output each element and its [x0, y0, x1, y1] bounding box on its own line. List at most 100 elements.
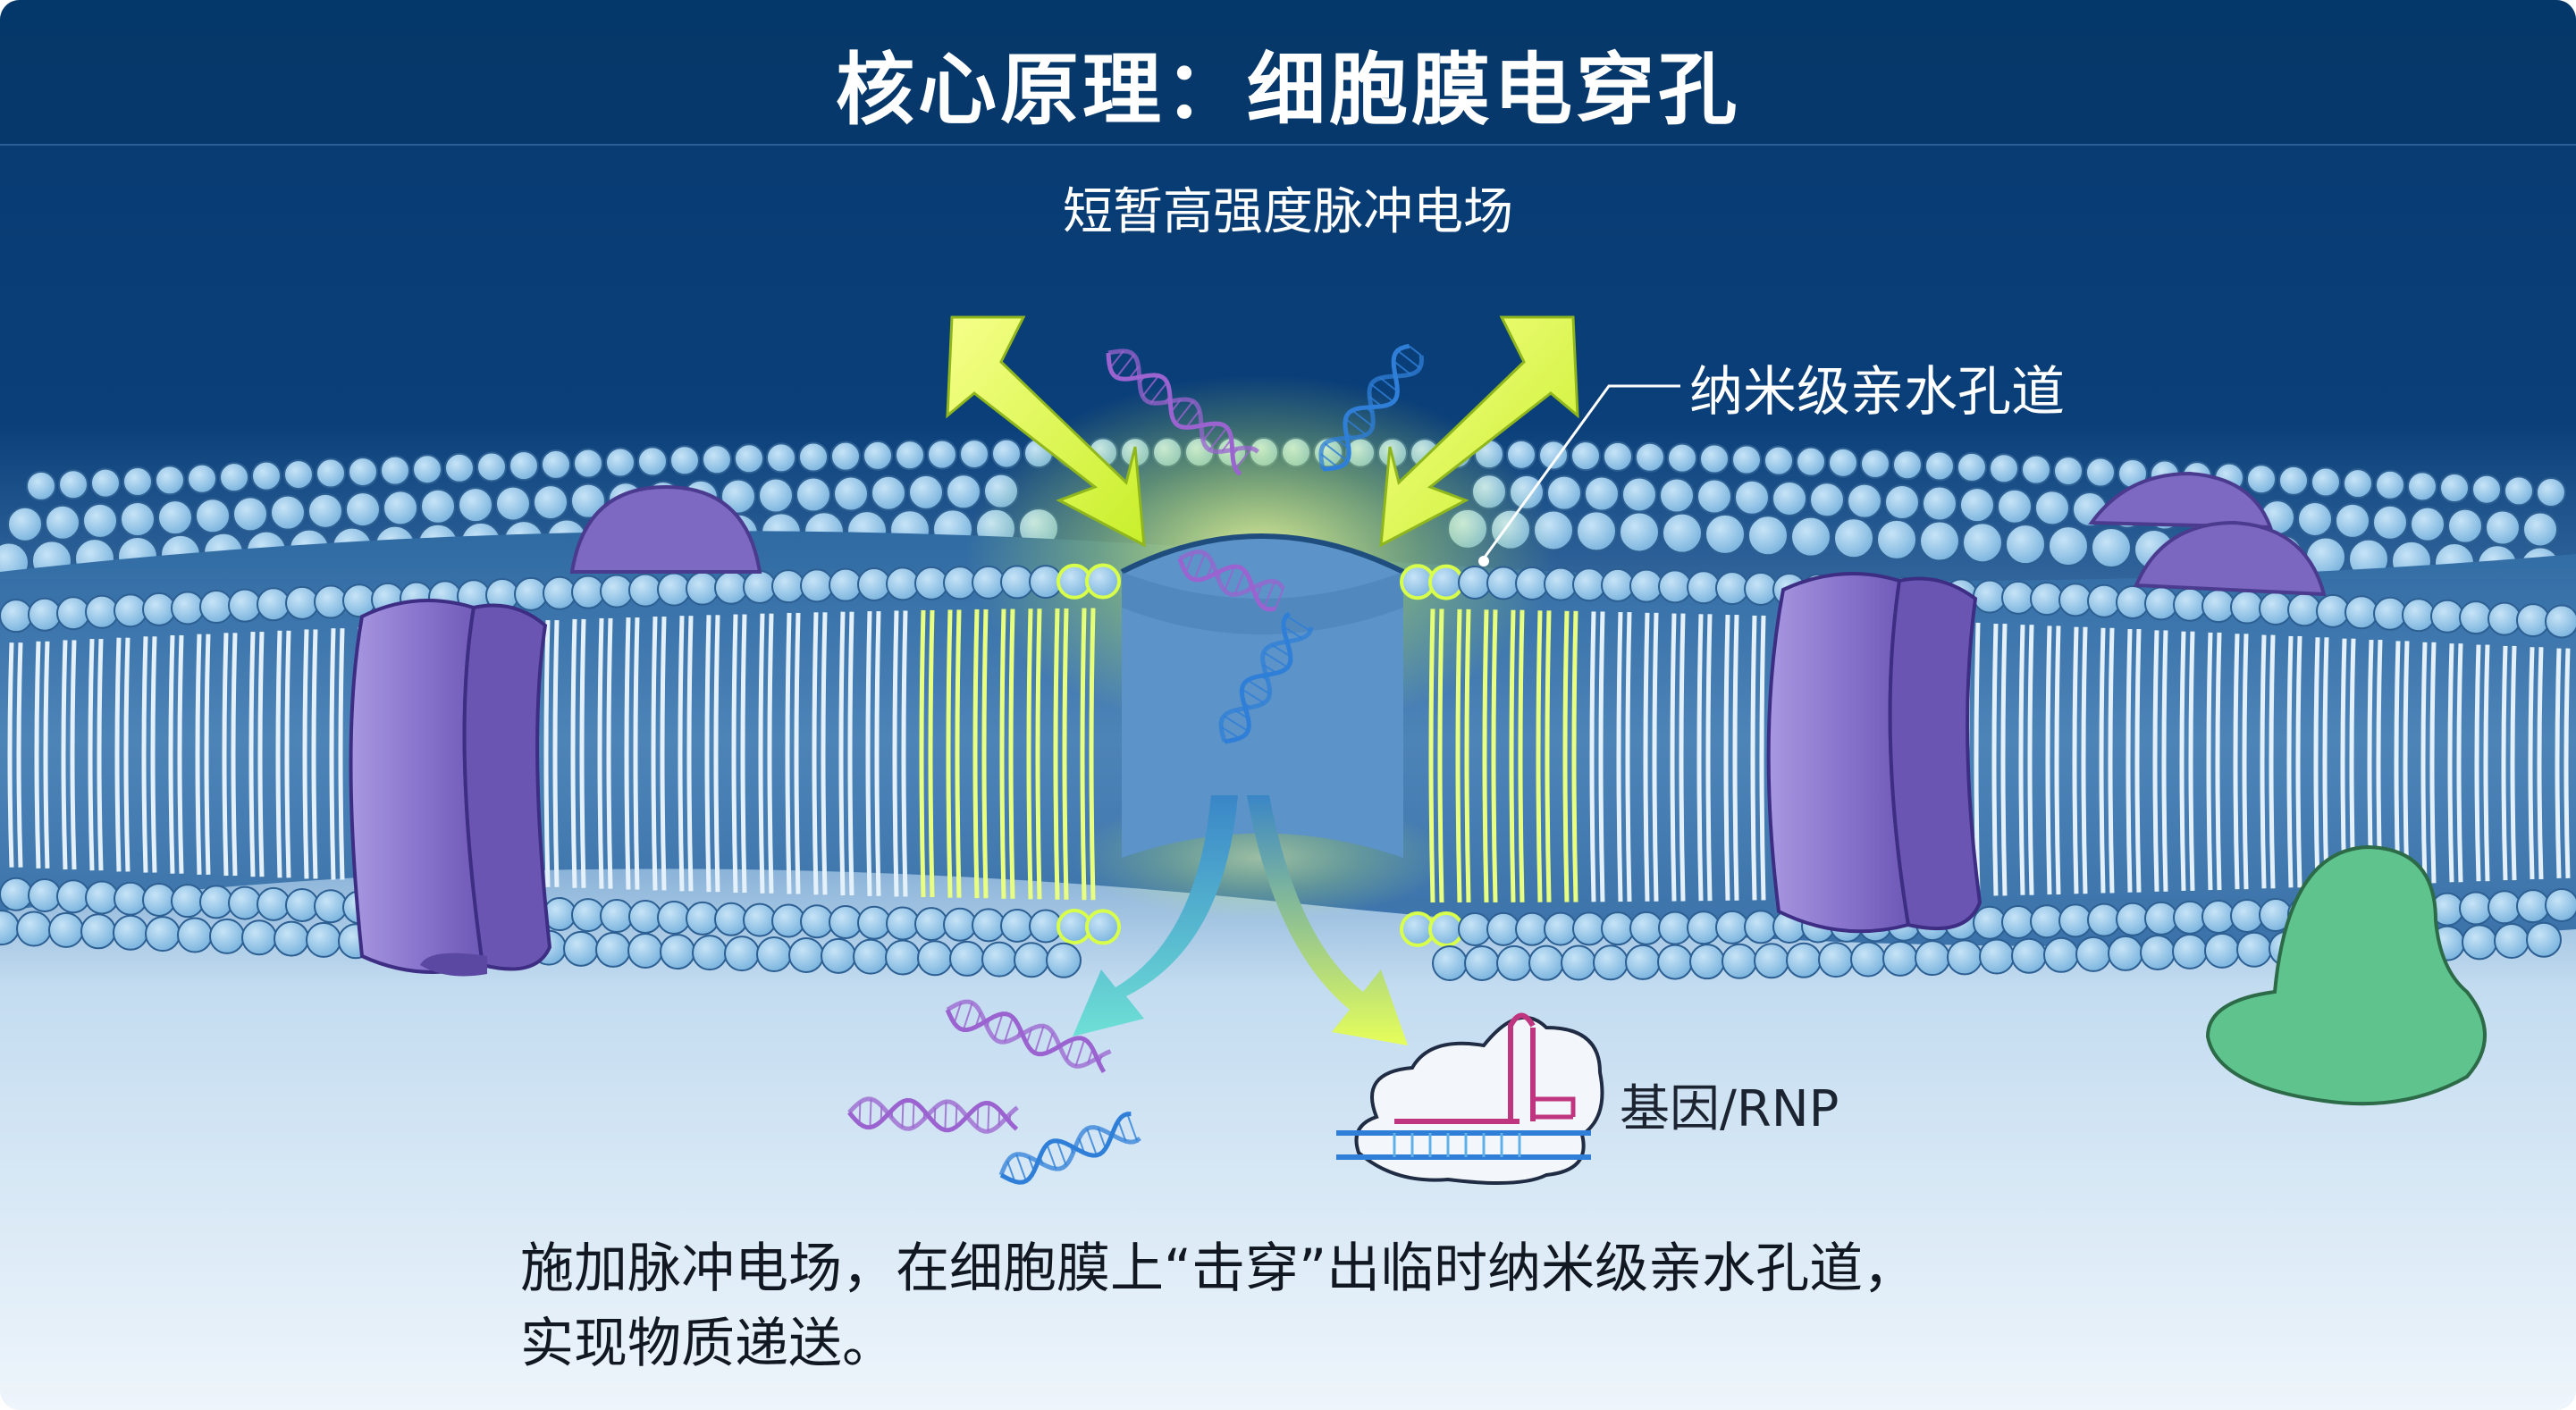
lipid-tail — [1974, 622, 1981, 897]
lipid-tail — [2555, 648, 2562, 878]
lipid-tail — [1705, 614, 1713, 902]
lipid-head — [533, 484, 568, 521]
lipid-tail — [177, 634, 184, 874]
lipid-head — [1659, 477, 1695, 514]
lipid-tail — [114, 637, 122, 872]
lipid-head — [509, 450, 539, 482]
lipid-head — [605, 447, 636, 478]
lipid-tail — [946, 609, 953, 898]
lipid-head — [1997, 488, 2033, 525]
lipid-head — [1989, 453, 2019, 484]
lipid-head — [2030, 904, 2064, 939]
lipid-tail — [302, 629, 309, 879]
lipid-head — [2485, 509, 2521, 546]
lipid-head — [420, 488, 456, 525]
lipid-head — [157, 499, 193, 536]
lipid-head — [383, 490, 418, 526]
lipid-tail — [901, 610, 908, 897]
dna-helix-icon — [998, 1112, 1141, 1185]
lipid-head — [1747, 515, 1789, 557]
dna-helix-icon — [1177, 549, 1285, 612]
lipid-head — [177, 917, 213, 953]
lipid-head — [1570, 441, 1601, 472]
lipid-head — [692, 935, 728, 971]
lipid-head — [2375, 469, 2405, 500]
lipid-tail — [1008, 608, 1015, 899]
lipid-head — [307, 492, 343, 529]
lipid-head — [946, 474, 981, 510]
lipid-head — [972, 908, 1006, 943]
lipid-tail — [168, 634, 175, 874]
lipid-tail — [2134, 629, 2142, 893]
lipid-tail — [141, 636, 148, 873]
lipid-head — [306, 921, 341, 958]
lipid-head — [16, 911, 52, 947]
membrane-channel-protein-left — [349, 599, 552, 977]
lipid-tail — [1750, 615, 1757, 901]
lipid-head — [600, 899, 634, 934]
lipid-tail — [284, 630, 291, 878]
lipid-head — [1919, 520, 1960, 562]
lipid-head — [1000, 908, 1034, 943]
lipid-head — [800, 904, 834, 939]
lipid-head — [2344, 595, 2378, 630]
lipid-head — [380, 455, 410, 486]
lipid-head — [829, 905, 863, 940]
lipid-head — [270, 494, 306, 531]
lipid-tail — [651, 617, 658, 891]
lipid-head — [2116, 902, 2150, 936]
lipid-tail — [338, 628, 345, 880]
lipid-head — [1722, 943, 1757, 979]
lipid-head — [48, 911, 84, 948]
lipid-head — [2021, 454, 2051, 485]
lipid-head — [56, 596, 90, 631]
lipid-tail — [195, 634, 202, 875]
lipid-tail — [2429, 642, 2437, 884]
lipid-tail — [552, 619, 560, 887]
lipid-head — [2091, 527, 2132, 569]
lipid-head — [714, 570, 748, 605]
lipid-head — [1715, 571, 1749, 606]
lipid-head — [2526, 921, 2562, 958]
lipid-head — [720, 478, 756, 515]
nanopore-shade — [1122, 572, 1403, 634]
lipid-head — [543, 575, 577, 610]
peripheral-protein-right-2 — [2134, 520, 2327, 597]
lipid-head — [1772, 480, 1807, 516]
lipid-tail — [606, 617, 613, 889]
lipid-head — [686, 901, 720, 936]
lipid-head — [1687, 911, 1721, 945]
lipid-head — [514, 576, 548, 611]
lipid-head — [1959, 487, 1995, 524]
lipid-head — [628, 573, 662, 608]
lipid-tail — [311, 629, 318, 879]
lipid-head — [1593, 944, 1629, 981]
lipid-head — [637, 446, 668, 477]
lipid-head — [2087, 583, 2121, 618]
lipid-tail — [2027, 625, 2034, 895]
lipid-head — [2048, 525, 2089, 567]
cargo-label: 基因/RNP — [1620, 1080, 1839, 1138]
dna-helix-icon — [1106, 348, 1259, 476]
lipid-head — [241, 919, 277, 956]
lipid-tail — [1509, 609, 1516, 902]
lipid-head — [495, 485, 531, 522]
lipid-head — [85, 594, 119, 629]
lipid-tail — [222, 633, 229, 877]
lipid-head — [219, 462, 249, 493]
lipid-tail — [2242, 634, 2249, 890]
delivery-arrow-left — [1073, 795, 1238, 1037]
lipid-head — [2494, 923, 2530, 960]
lipid-tail — [2447, 643, 2454, 883]
lipid-head — [627, 933, 663, 969]
lipid-head — [345, 491, 381, 528]
lipid-head — [314, 584, 348, 619]
lipid-head — [1458, 911, 1492, 946]
lipid-tail — [1545, 610, 1552, 902]
lipid-tail — [2420, 642, 2428, 884]
lipid-head — [2522, 511, 2558, 548]
lipid-tail — [704, 615, 711, 893]
lipid-head — [2311, 466, 2341, 498]
lipid-head — [853, 938, 888, 975]
lipid-tail — [999, 608, 1006, 899]
